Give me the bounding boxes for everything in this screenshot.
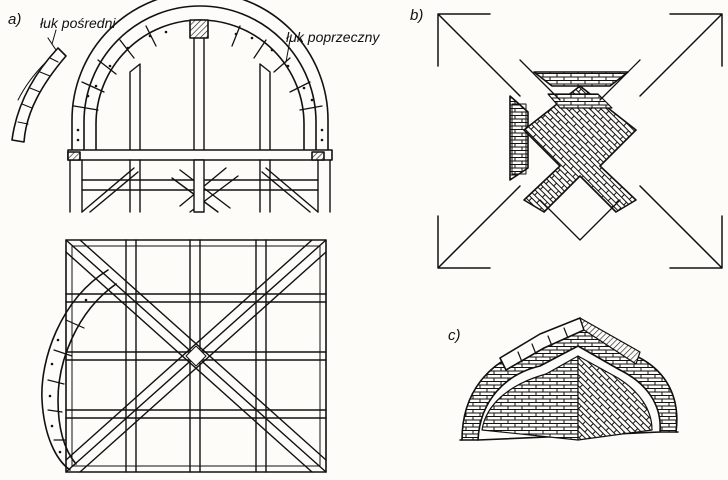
- transverse-arch-label: łuk poprzeczny: [286, 29, 380, 45]
- formwork-elevation: [12, 0, 332, 212]
- formwork-plan: [42, 240, 326, 472]
- arch-ribs: [130, 38, 270, 150]
- intermediate-arch-sketch: [12, 38, 66, 142]
- panel-b-label: b): [410, 7, 424, 24]
- arch-in-plan: [42, 270, 116, 470]
- horizontal-beam: [68, 150, 332, 160]
- intermediate-arch-label: łuk pośredni: [40, 15, 116, 31]
- vault-plan-diagram: [438, 14, 722, 268]
- lower-scaffold: [70, 160, 330, 212]
- panel-a-label: a): [8, 11, 22, 28]
- panel-c-label: c): [448, 327, 461, 344]
- transverse-arch: [72, 0, 328, 150]
- vault-perspective: [460, 318, 678, 440]
